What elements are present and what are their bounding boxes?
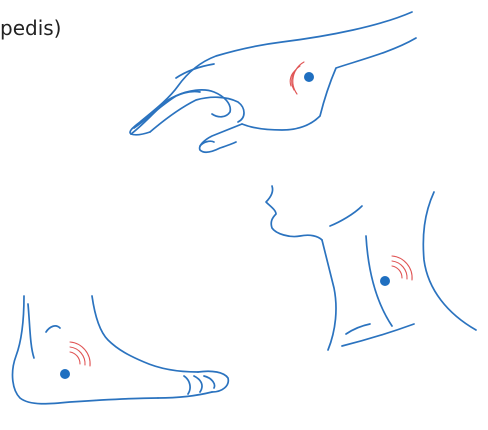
foot-toe-2 xyxy=(204,376,215,388)
hand-lower-outline xyxy=(242,38,416,130)
foot-toe-3 xyxy=(194,376,202,392)
neck-back xyxy=(423,192,476,330)
neck-jaw-line xyxy=(330,206,362,226)
neck-pulse-dot xyxy=(380,276,390,286)
hand-knuckle-line xyxy=(176,64,214,78)
neck-illustration xyxy=(266,186,476,350)
foot-toe-4 xyxy=(184,376,190,394)
hand-pulse-wave-3 xyxy=(293,62,304,94)
hand-finger-1 xyxy=(131,91,200,134)
hand-thumb xyxy=(200,124,242,152)
hand-pulse-dot xyxy=(304,72,314,82)
foot-pulse-wave-1 xyxy=(70,352,80,364)
hand-illustration xyxy=(130,12,416,152)
neck-shoulder-line xyxy=(346,324,370,334)
foot-ankle-bone xyxy=(46,326,60,332)
foot-front-leg xyxy=(92,296,198,372)
neck-pulse-wave-1 xyxy=(392,266,402,278)
foot-inner-leg xyxy=(28,304,34,358)
foot-illustration xyxy=(13,296,229,404)
hand-finger-2 xyxy=(134,90,230,128)
neck-face-profile xyxy=(266,186,322,240)
foot-sole xyxy=(158,392,212,398)
neck-front xyxy=(322,240,336,350)
hand-upper-outline xyxy=(130,12,412,134)
foot-pulse-dot xyxy=(60,369,70,379)
neck-collarbone xyxy=(342,324,414,346)
